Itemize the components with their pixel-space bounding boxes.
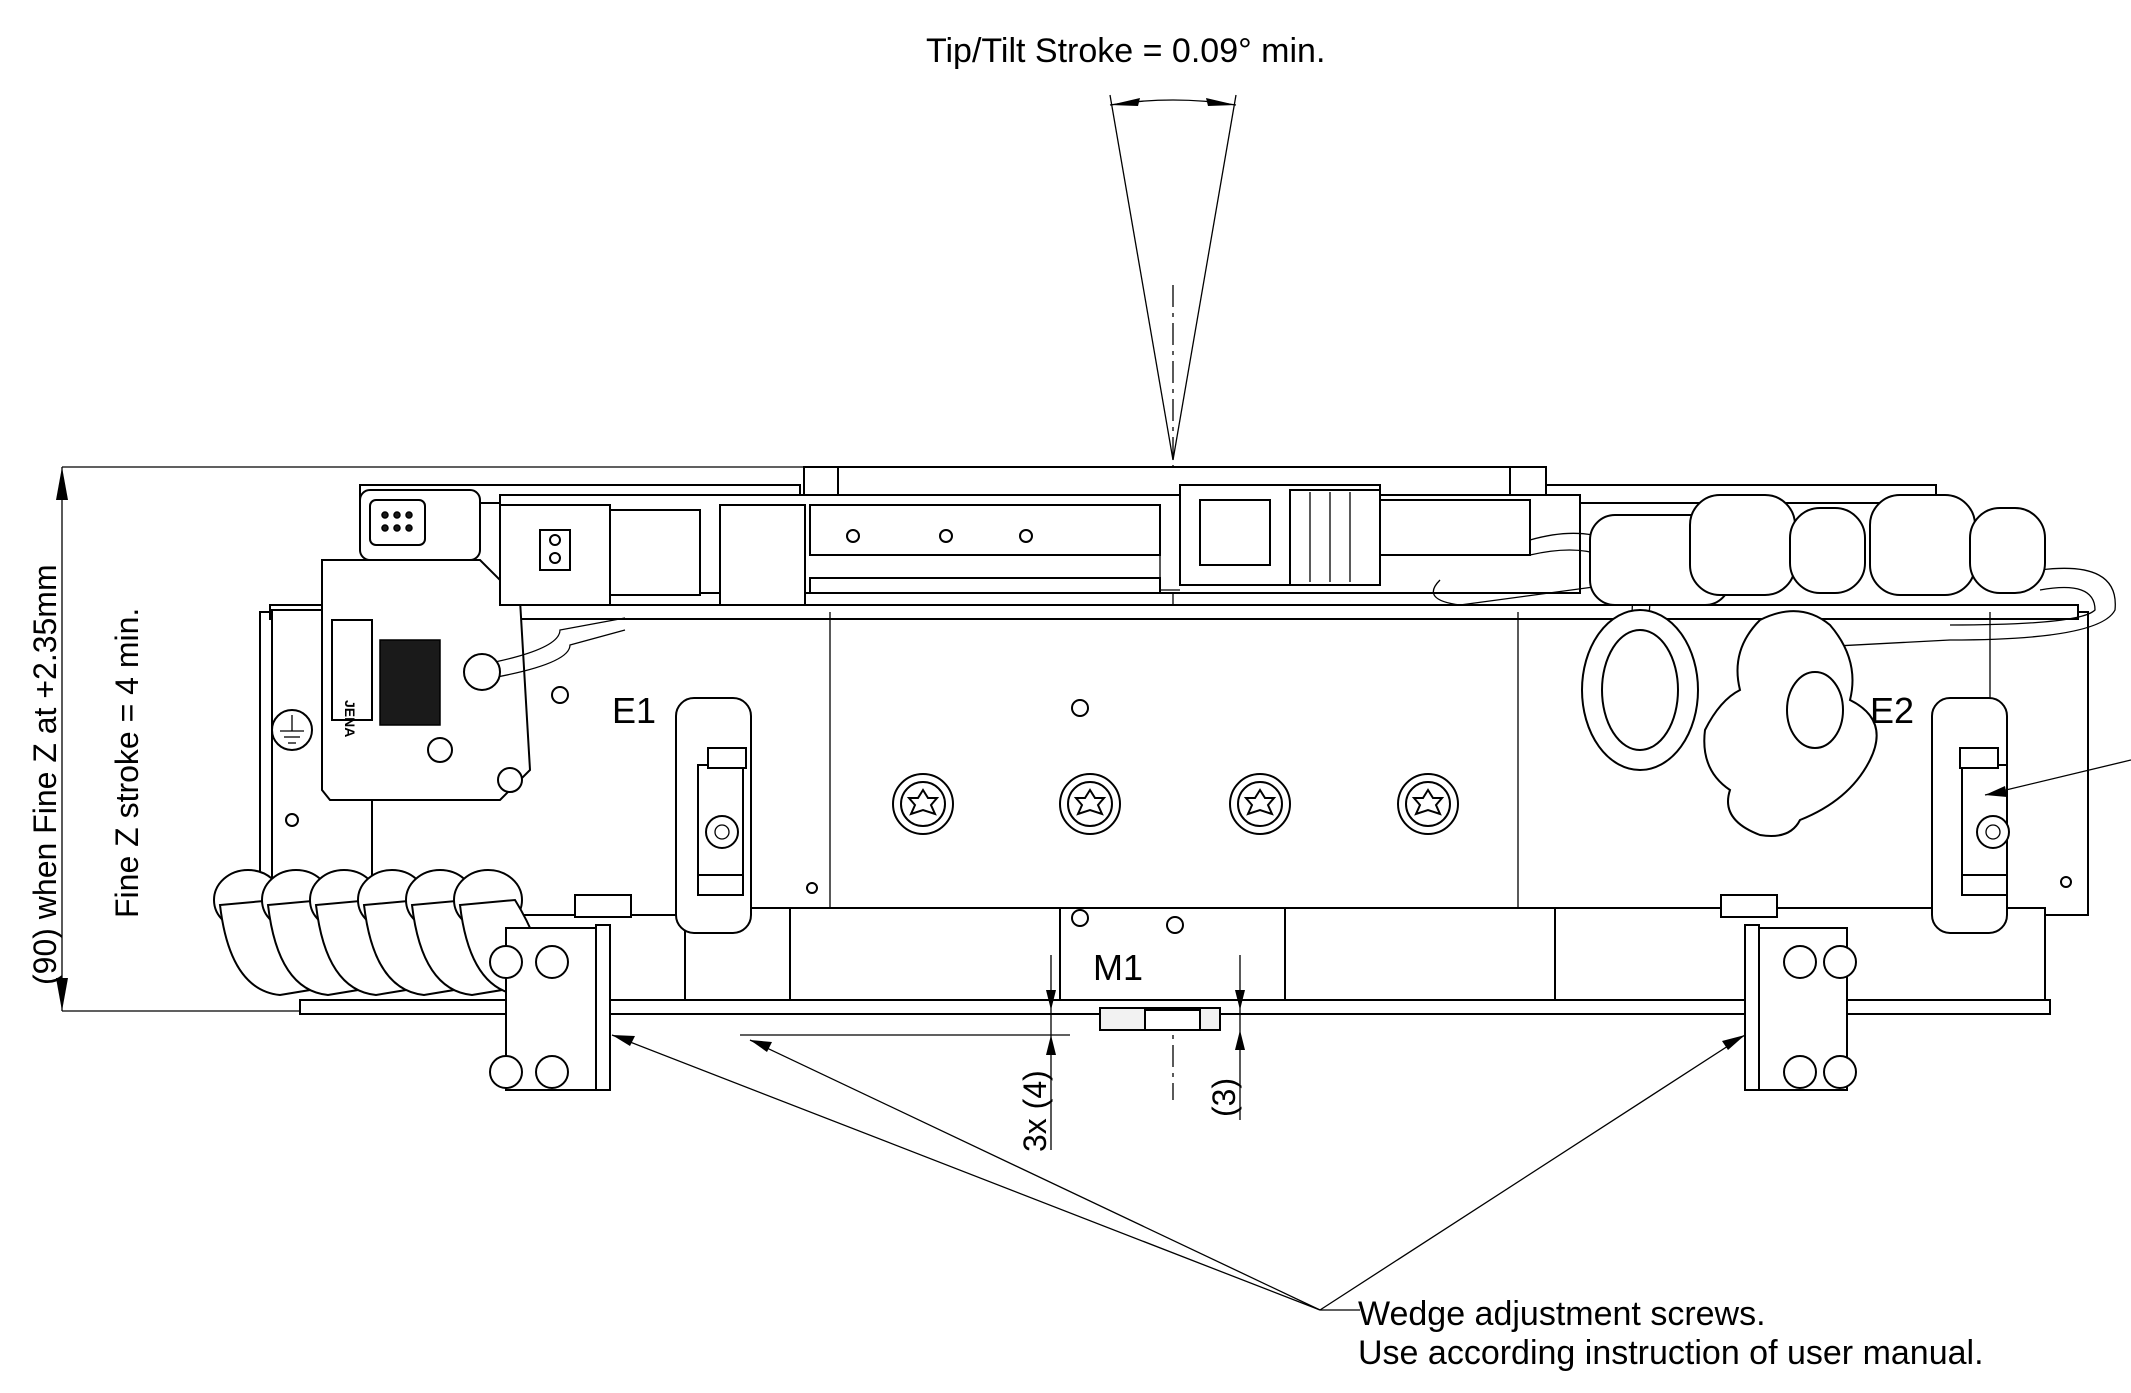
wedge-label-line2: Use according instruction of user manual… [1358, 1334, 1984, 1372]
height-90-label: (90) when Fine Z at +2.35mm [27, 564, 63, 985]
right-cables [1432, 494, 2116, 771]
small-holes [1071, 699, 1184, 934]
tip-tilt-label: Tip/Tilt Stroke = 0.09° min. [926, 32, 1325, 70]
label-e2: E2 [1870, 690, 1914, 731]
wedge-leaders [611, 759, 2131, 1311]
dim-3-label: (3) [1206, 1078, 1242, 1117]
torx-screw-icon [1229, 773, 1291, 835]
tip-tilt-dimension [1109, 94, 1237, 1100]
torx-screw-icon [1397, 773, 1459, 835]
center-connector [1159, 484, 1531, 591]
right-knob [1703, 610, 1878, 837]
height-dimension [56, 466, 810, 1012]
right-wedge-bracket [1720, 894, 1857, 1091]
pneumatic-fittings [213, 869, 552, 997]
left-guide-slot [675, 697, 818, 934]
left-cable [463, 617, 626, 704]
connector-brand: JENA [342, 700, 358, 737]
right-guide-slot [1931, 697, 2072, 934]
torx-screw-icon [1059, 773, 1121, 835]
left-connector [321, 489, 532, 801]
label-e1: E1 [612, 690, 656, 731]
left-clamp [499, 504, 806, 606]
wedge-label-line1: Wedge adjustment screws. [1358, 1295, 1766, 1333]
dim-3 [1235, 955, 1245, 1120]
fine-z-stroke-label: Fine Z stroke = 4 min. [109, 608, 145, 918]
dim-3x4 [740, 955, 1070, 1150]
torx-screw-icon [892, 773, 954, 835]
ground-symbol-icon [271, 709, 313, 751]
left-wedge-bracket [489, 894, 632, 1091]
dim-3x4-label: 3x (4) [1017, 1070, 1053, 1152]
label-m1: M1 [1093, 947, 1143, 988]
